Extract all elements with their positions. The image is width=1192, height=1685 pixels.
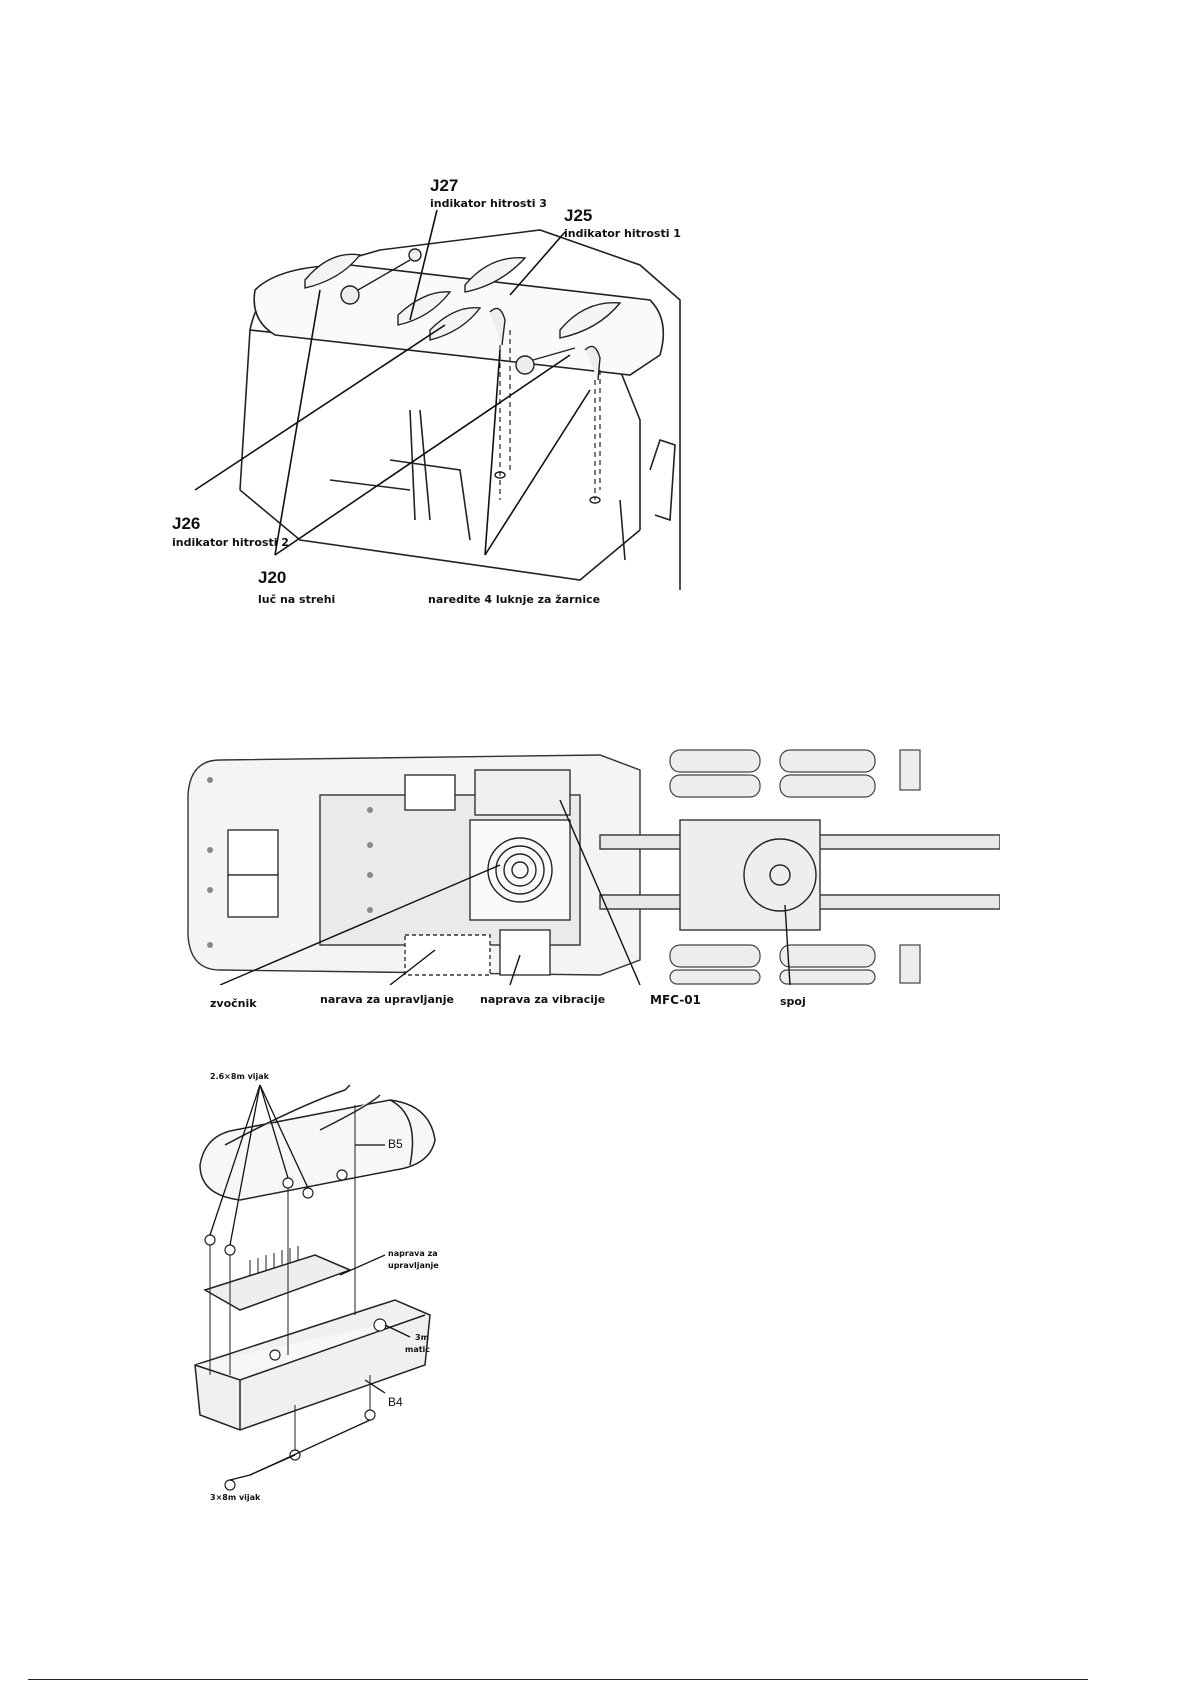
j26-label: indikator hitrosti 2 [172,536,289,549]
mfc-label: MFC-01 [650,993,701,1007]
control-label-line-2: upravljanje [388,1261,439,1270]
nut-label-line-2: matic [405,1345,430,1354]
b5-label: B5 [388,1137,403,1151]
nut-label-line-1: 3m [415,1333,429,1342]
speaker-label: zvočnik [210,997,257,1010]
chassis-drawing [180,735,1000,985]
vibration-label: naprava za vibracije [480,993,605,1006]
j25-code: J25 [564,206,592,226]
screw-top-label: 2.6×8m vijak [210,1072,269,1081]
b4-label: B4 [388,1395,403,1409]
j27-code: J27 [430,176,458,196]
j26-code: J26 [172,514,200,534]
figure-chassis: zvočnik narava za upravljanje naprava za… [180,735,1000,1025]
j20-label: luč na strehi [258,593,335,606]
page-bottom-rule [28,1679,1088,1680]
j25-label: indikator hitrosti 1 [564,227,681,240]
screw-bottom-label: 3×8m vijak [210,1493,260,1502]
control-label: narava za upravljanje [320,993,454,1006]
j27-label: indikator hitrosti 3 [430,197,547,210]
holes-label: naredite 4 luknje za žarnice [428,593,600,606]
joint-label: spoj [780,995,806,1008]
figure-roof-lights: J27 indikator hitrosti 3 J25 indikator h… [180,170,740,630]
exploded-box-drawing [180,1075,480,1505]
figure-exploded-box: 2.6×8m vijak B5 naprava za upravljanje 3… [180,1075,480,1505]
j20-code: J20 [258,568,286,588]
control-label-line-1: naprava za [388,1249,438,1258]
